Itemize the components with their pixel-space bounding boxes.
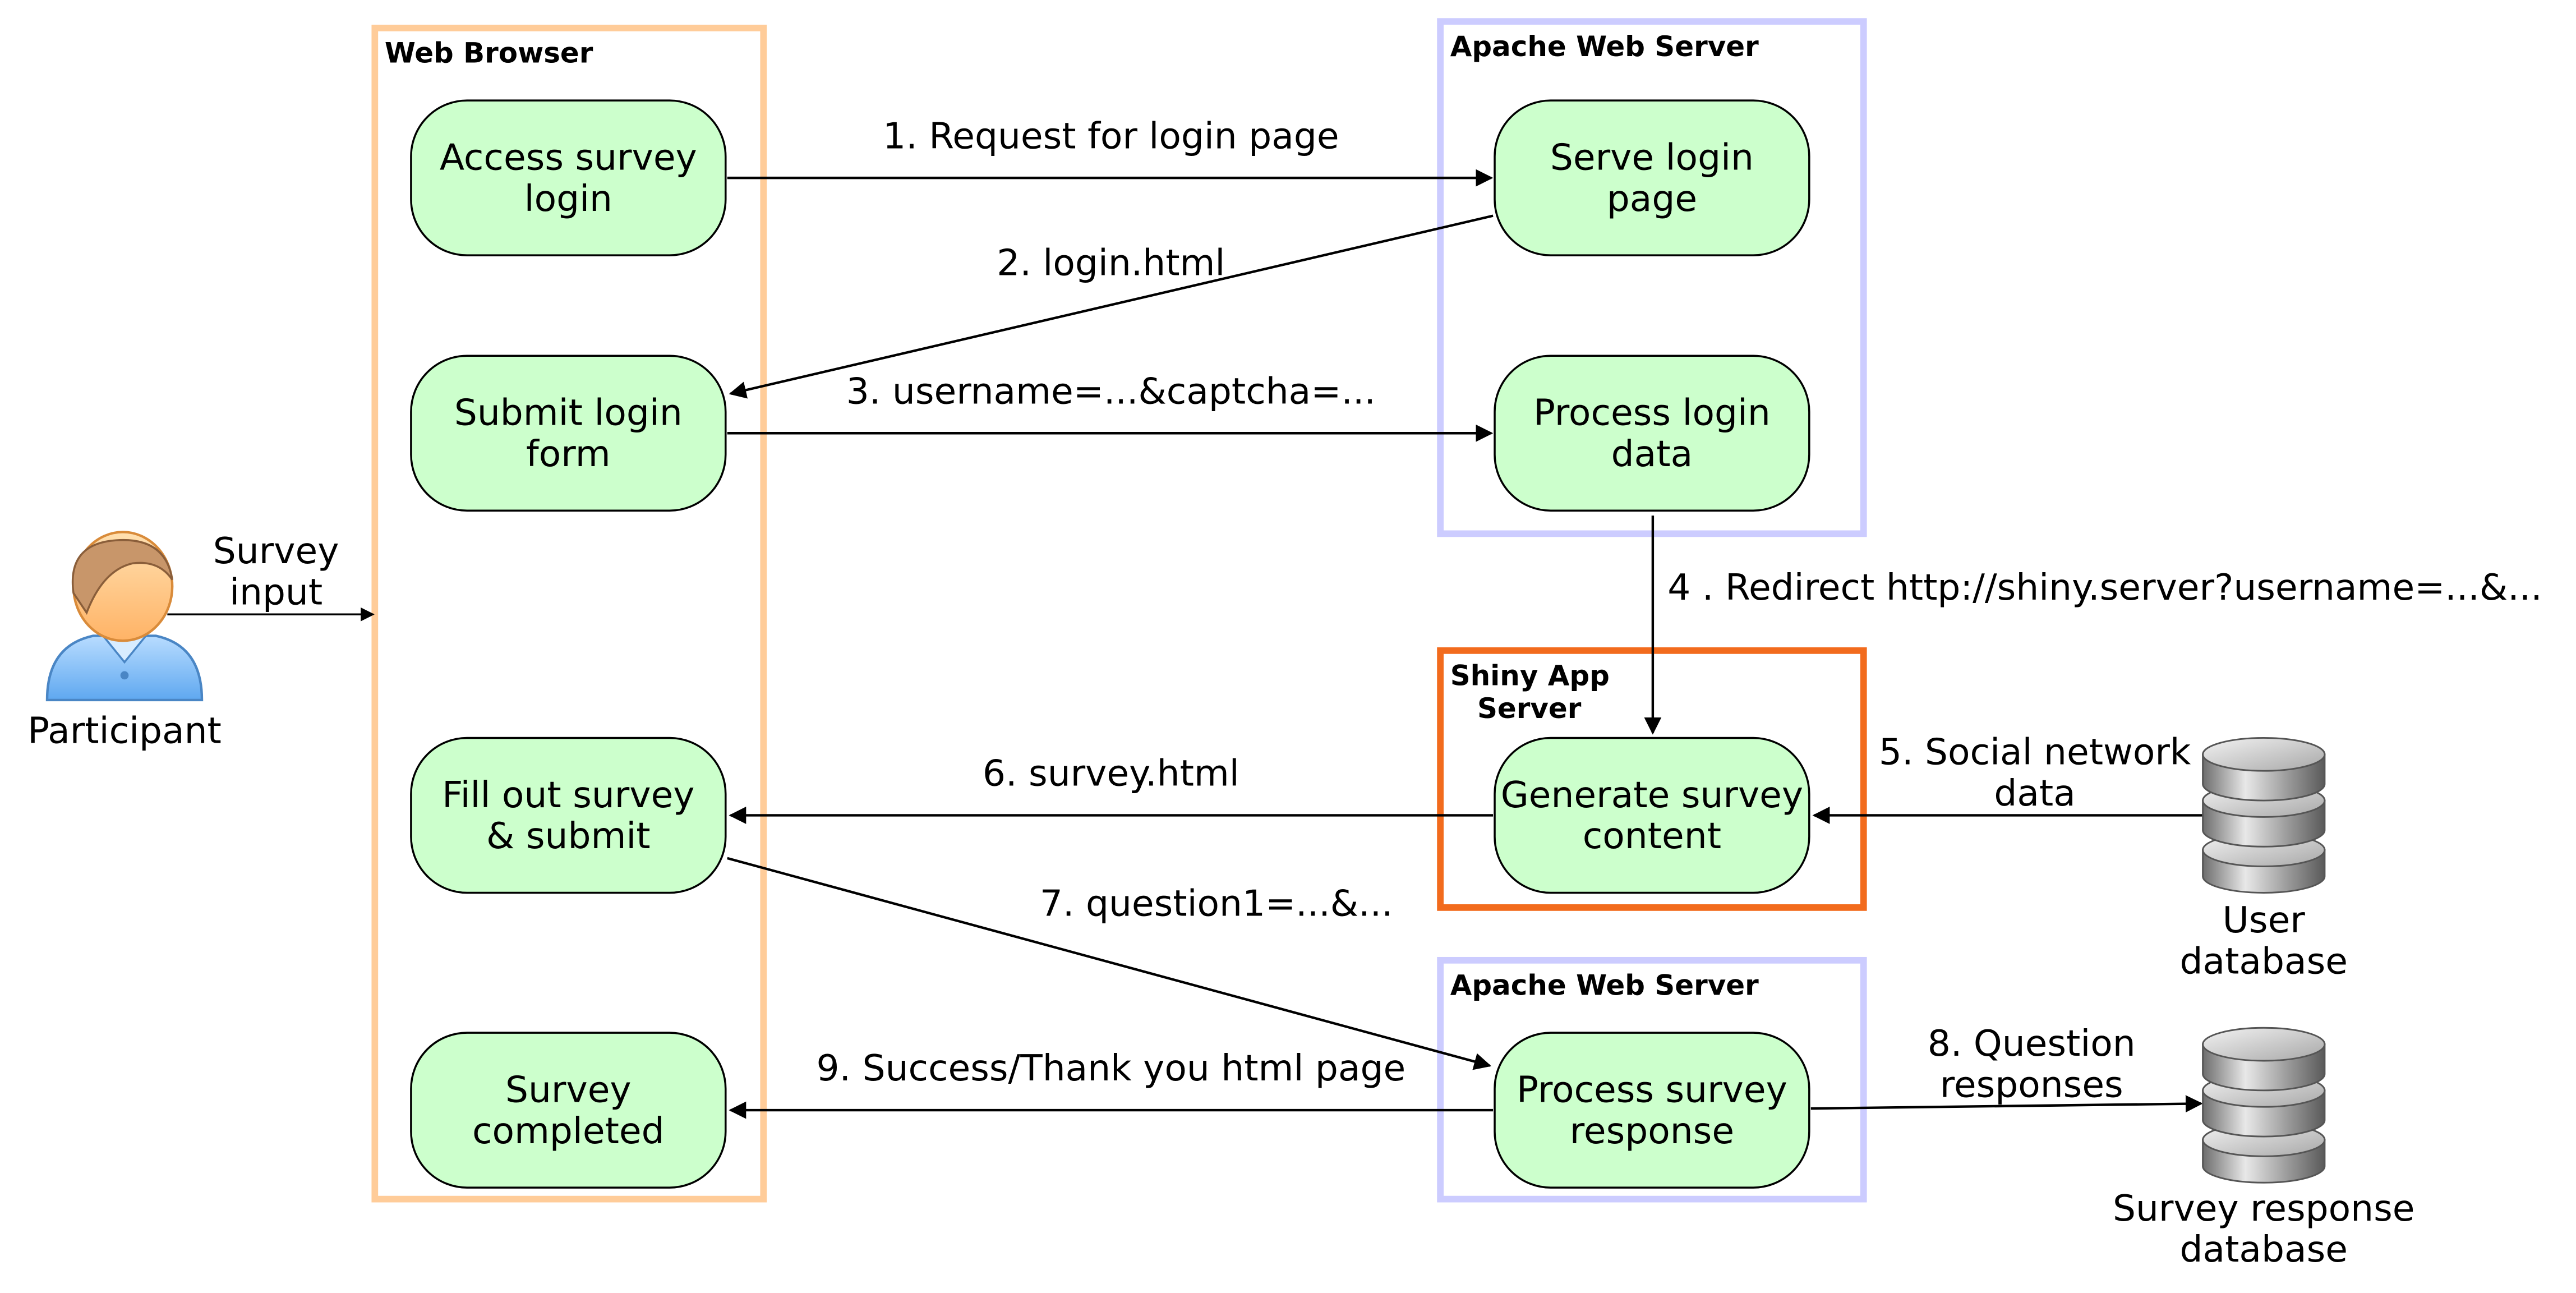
node-serve-login-line1: Serve login	[1550, 136, 1754, 178]
edge-4-label: 4 . Redirect http://shiny.server?usernam…	[1667, 567, 2542, 609]
edge-6-label: 6. survey.html	[983, 753, 1239, 795]
edge-2-label: 2. login.html	[997, 242, 1225, 284]
shiny-title-line1: Shiny App	[1450, 660, 1610, 692]
node-generate-content: Generate survey content	[1494, 737, 1810, 894]
apache-top-title: Apache Web Server	[1450, 30, 1759, 63]
node-submit-login-line1: Submit login	[454, 392, 683, 434]
apache-bottom-container: Apache Web Server	[1437, 956, 1867, 1203]
user-icon	[45, 531, 204, 702]
node-process-response: Process survey response	[1494, 1032, 1810, 1189]
node-fill-out-line2: & submit	[486, 815, 651, 857]
database-icon	[2202, 1027, 2326, 1184]
node-serve-login-line2: page	[1607, 178, 1697, 220]
node-process-login-line2: data	[1611, 433, 1693, 475]
edge-3: 3. username=...&captcha=...	[727, 370, 1494, 442]
web-browser-frame	[371, 25, 767, 1203]
node-generate-content-line1: Generate survey	[1501, 774, 1803, 816]
edge-7: 7. question1=...&...	[727, 857, 1492, 1070]
web-browser-title: Web Browser	[385, 37, 593, 70]
edge-4: 4 . Redirect http://shiny.server?usernam…	[1644, 516, 2542, 735]
shiny-container: Shiny App Server	[1437, 647, 1867, 911]
user-database-line2: database	[2180, 940, 2348, 982]
node-serve-login: Serve login page	[1494, 99, 1810, 256]
participant-label: Participant	[27, 710, 222, 752]
edge-9-label: 9. Success/Thank you html page	[816, 1047, 1405, 1089]
node-access-login: Access survey login	[410, 99, 727, 256]
edge-1-label: 1. Request for login page	[883, 115, 1339, 157]
survey-input-line1: Survey	[213, 530, 339, 572]
response-database-line2: database	[2180, 1228, 2348, 1271]
edge-3-label: 3. username=...&captcha=...	[846, 370, 1376, 412]
node-generate-content-line2: content	[1583, 815, 1721, 857]
participant: Participant	[27, 531, 222, 752]
response-database: Survey response database	[2113, 1027, 2415, 1271]
node-fill-out-line1: Fill out survey	[442, 774, 694, 816]
node-survey-completed-line1: Survey	[505, 1069, 632, 1111]
edge-8: 8. Question responses	[1810, 1023, 2203, 1113]
edge-8-label-line1: 8. Question	[1928, 1023, 2136, 1065]
apache-bottom-frame	[1437, 956, 1867, 1203]
shiny-title-line2: Server	[1477, 692, 1582, 725]
node-submit-login-line2: form	[526, 433, 611, 475]
edge-7-label: 7. question1=...&...	[1040, 883, 1393, 925]
node-survey-completed-line2: completed	[472, 1110, 665, 1152]
survey-input-line2: input	[229, 572, 322, 614]
edge-5-label-line2: data	[1994, 772, 2075, 815]
node-survey-completed: Survey completed	[410, 1032, 727, 1189]
user-database-line1: User	[2223, 899, 2306, 941]
node-process-login: Process login data	[1494, 355, 1810, 512]
node-access-login-line1: Access survey	[440, 136, 697, 178]
edge-1: 1. Request for login page	[727, 115, 1494, 187]
database-icon	[2202, 737, 2326, 894]
edge-9: 9. Success/Thank you html page	[729, 1047, 1494, 1119]
apache-bottom-title: Apache Web Server	[1450, 969, 1759, 1002]
node-process-response-line2: response	[1570, 1110, 1734, 1152]
node-process-login-line1: Process login	[1533, 392, 1771, 434]
node-fill-out: Fill out survey & submit	[410, 737, 727, 894]
response-database-line1: Survey response	[2113, 1188, 2414, 1230]
edge-survey-input: Survey input	[167, 530, 375, 622]
edge-8-label-line2: responses	[1940, 1064, 2123, 1106]
node-submit-login: Submit login form	[410, 355, 727, 512]
user-database: User database	[2180, 737, 2348, 982]
edge-5: 5. Social network data	[1812, 731, 2203, 824]
web-browser-container: Web Browser	[371, 25, 767, 1203]
edge-2: 2. login.html	[729, 214, 1494, 399]
node-access-login-line2: login	[524, 178, 612, 220]
edge-5-label-line1: 5. Social network	[1879, 731, 2191, 773]
edge-6: 6. survey.html	[729, 753, 1494, 824]
node-process-response-line1: Process survey	[1517, 1069, 1787, 1111]
